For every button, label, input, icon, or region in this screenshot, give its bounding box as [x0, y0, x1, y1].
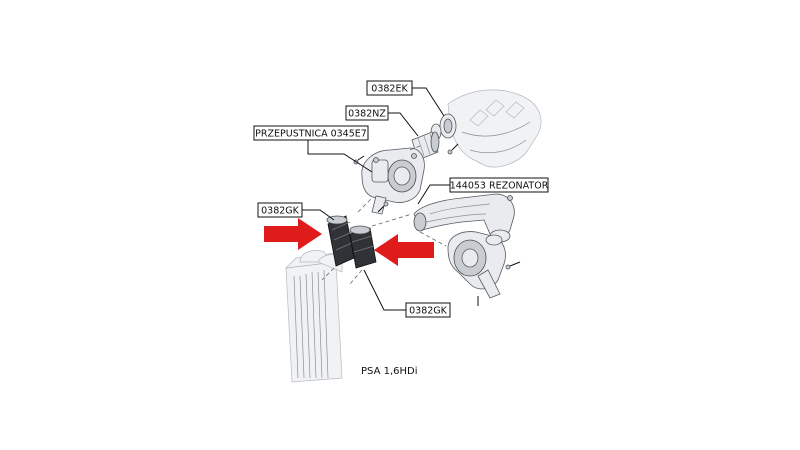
gk-hose-right [349, 225, 377, 269]
diagram-caption: PSA 1,6HDi [361, 366, 417, 377]
throttle-body [361, 147, 425, 215]
label-0382nz: 0382NZ [345, 105, 419, 137]
svg-text:144053 REZONATOR: 144053 REZONATOR [450, 181, 549, 192]
svg-text:0382GK: 0382GK [409, 306, 448, 317]
svg-text:0382EK: 0382EK [371, 84, 408, 95]
left-pointing-arrow-icon [374, 234, 434, 266]
svg-text:0382GK: 0382GK [261, 206, 300, 217]
intake-manifold [447, 89, 542, 168]
assembly-lines [321, 145, 447, 285]
gk-hose-left [326, 215, 355, 267]
turbocharger [447, 231, 521, 306]
svg-text:PRZEPUSTNICA 0345E7: PRZEPUSTNICA 0345E7 [255, 129, 367, 140]
label-rezonator: 144053 REZONATOR [417, 177, 549, 205]
intercooler [285, 250, 345, 383]
svg-text:0382NZ: 0382NZ [348, 109, 386, 120]
label-0382ek: 0382EK [366, 80, 445, 117]
label-0382gk-left: 0382GK [257, 202, 335, 221]
label-0382gk-right: 0382GK [363, 269, 451, 318]
right-pointing-arrow-icon [264, 218, 322, 250]
label-przepustnica: PRZEPUSTNICA 0345E7 [253, 125, 373, 173]
